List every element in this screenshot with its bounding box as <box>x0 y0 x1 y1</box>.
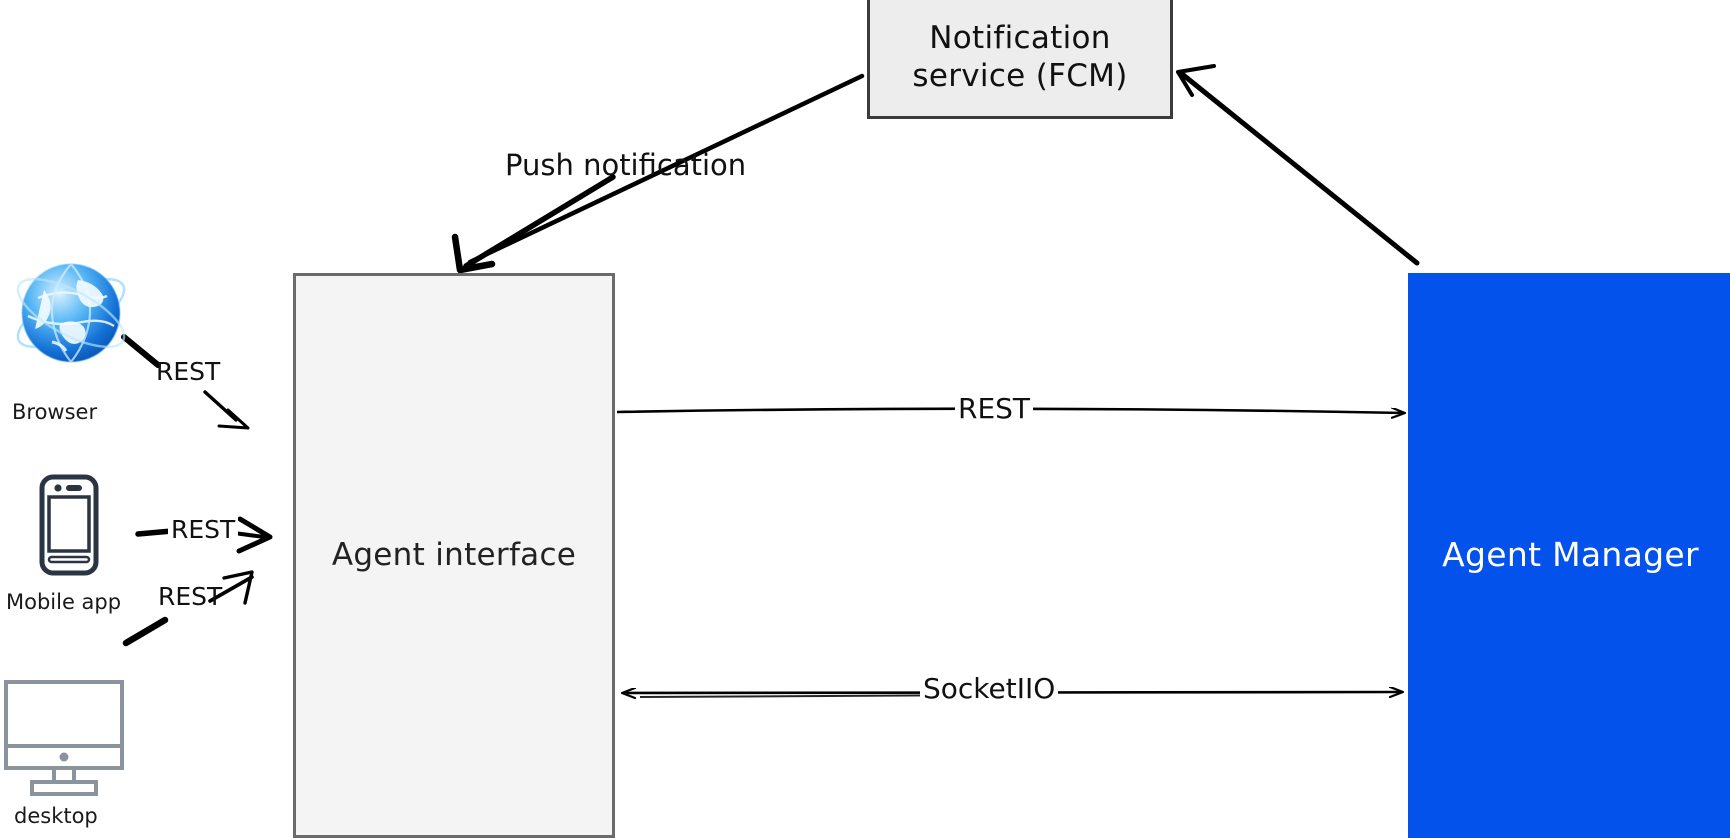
edge-push-notification <box>451 73 865 274</box>
endpoint-label-desktop: desktop <box>14 804 98 828</box>
smartphone-icon <box>38 473 100 577</box>
edge-manager-to-notification <box>1176 64 1420 266</box>
globe-icon <box>8 250 134 376</box>
edge-desktop-rest <box>122 570 254 647</box>
node-notification-service[interactable]: Notification service (FCM) <box>867 0 1173 119</box>
endpoint-label-browser: Browser <box>12 400 98 424</box>
node-label-notification-service: Notification service (FCM) <box>912 20 1127 96</box>
edge-label-mobile-rest: REST <box>168 515 239 544</box>
edge-label-socketio: SocketIIO <box>920 672 1059 705</box>
notification-service-line-2: service (FCM) <box>912 58 1128 94</box>
node-label-agent-interface: Agent interface <box>331 536 577 573</box>
edge-label-push-notification: Push notification <box>505 148 747 182</box>
node-agent-interface[interactable]: Agent interface <box>293 273 615 838</box>
desktop-monitor-icon <box>2 678 126 798</box>
edge-label-browser-rest: REST <box>156 357 221 386</box>
notification-service-line-1: Notification <box>929 20 1111 57</box>
node-label-agent-manager: Agent Manager <box>1442 535 1699 575</box>
edge-label-rest-interface-manager: REST <box>955 392 1034 425</box>
endpoint-label-mobile-app: Mobile app <box>6 590 122 614</box>
edge-label-desktop-rest: REST <box>158 582 223 611</box>
edge-mobile-rest <box>135 516 273 554</box>
node-agent-manager[interactable]: Agent Manager <box>1408 273 1730 838</box>
edge-browser-rest <box>121 334 250 430</box>
